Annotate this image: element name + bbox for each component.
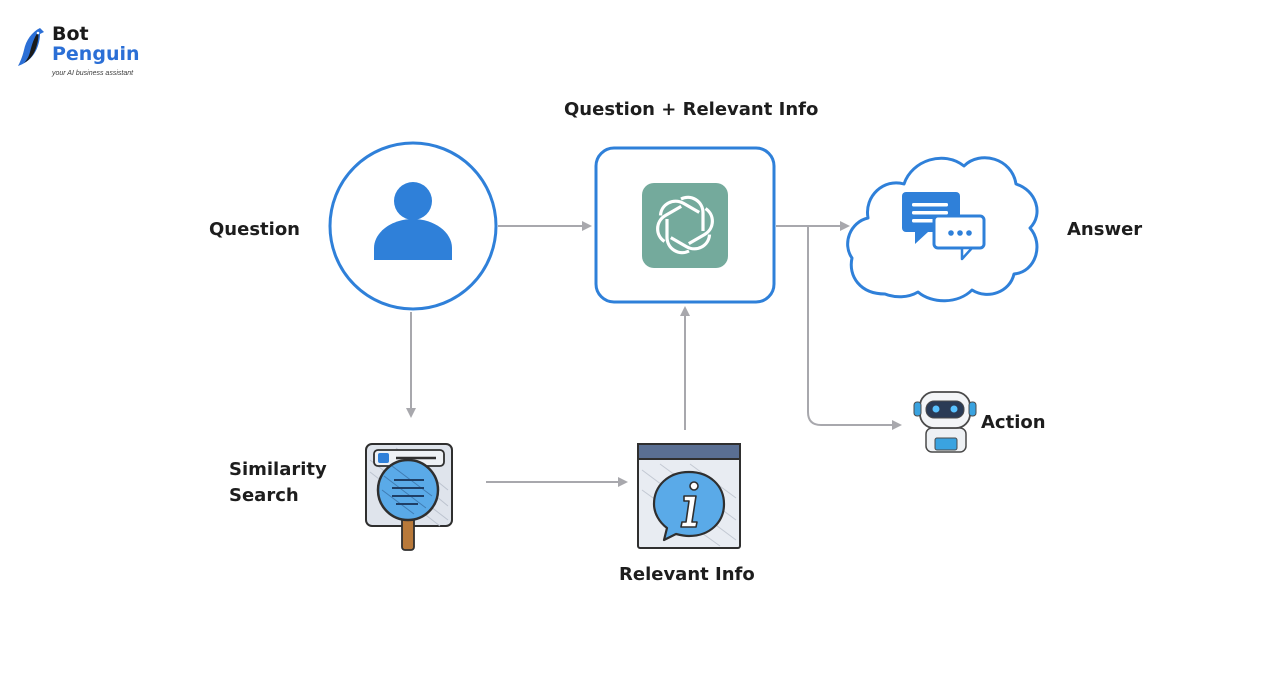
answer-node xyxy=(846,156,1039,303)
penguin-logo-icon xyxy=(18,28,44,66)
brand-name-line1: Bot xyxy=(52,23,89,45)
openai-logo-icon xyxy=(656,195,714,255)
brand-name: Bot Penguin xyxy=(52,24,140,64)
question-node xyxy=(328,141,498,311)
robot-icon xyxy=(913,391,977,453)
label-action: Action xyxy=(981,412,1046,433)
label-relevant-info: Relevant Info xyxy=(619,564,755,585)
connectors xyxy=(406,221,902,487)
user-icon xyxy=(374,182,452,260)
label-similarity-search: Similarity Search xyxy=(229,457,327,509)
label-answer: Answer xyxy=(1067,219,1143,240)
info-icon xyxy=(637,443,741,549)
label-similarity-line1: Similarity xyxy=(229,459,327,480)
label-question-relevant-info: Question + Relevant Info xyxy=(564,99,819,120)
brand-tagline: your AI business assistant xyxy=(52,70,134,77)
gpt-node xyxy=(594,146,776,304)
arrow-gpt-to-action xyxy=(807,226,902,430)
label-question: Question xyxy=(209,219,300,240)
label-similarity-line2: Search xyxy=(229,485,299,506)
brand-name-line2: Penguin xyxy=(52,43,140,65)
botpenguin-logo[interactable]: Bot Penguin your AI business assistant xyxy=(18,24,148,84)
magnifier-document-icon xyxy=(365,443,453,551)
chat-bubbles-icon xyxy=(902,192,986,261)
